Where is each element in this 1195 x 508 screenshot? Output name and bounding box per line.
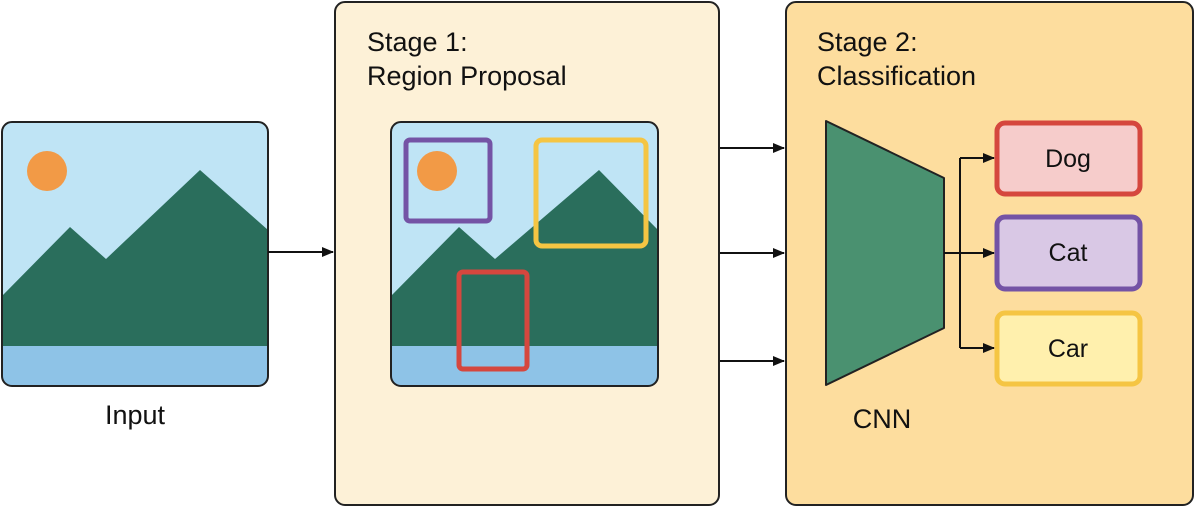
class-label-car: Car — [1048, 335, 1088, 363]
region-proposal-red — [456, 269, 530, 372]
stage1-image — [390, 121, 659, 387]
stage1-title-line2: Region Proposal — [367, 61, 567, 91]
class-box-car: Car — [994, 310, 1143, 387]
stage2-title-line1: Stage 2: — [817, 27, 918, 57]
sun-icon — [27, 151, 67, 191]
class-label-cat: Cat — [1049, 239, 1088, 267]
class-box-cat: Cat — [994, 214, 1143, 292]
input-image — [1, 121, 269, 387]
class-box-car-shape — [994, 310, 1143, 387]
class-box-dog: Dog — [994, 120, 1143, 197]
class-label-dog: Dog — [1045, 145, 1091, 173]
stage1-image-border — [390, 121, 659, 387]
input-image-border — [1, 121, 269, 387]
input-label: Input — [105, 400, 166, 430]
water — [2, 346, 268, 386]
sun-icon — [417, 151, 457, 191]
class-box-dog-shape — [994, 120, 1143, 197]
stage2-title-line2: Classification — [817, 61, 976, 91]
class-box-cat-shape — [994, 214, 1143, 292]
region-proposal-yellow — [533, 137, 649, 249]
cnn-label: CNN — [853, 404, 912, 434]
mountain-icon — [2, 170, 268, 386]
cnn-block — [825, 120, 945, 386]
stage1-title-line1: Stage 1: — [367, 27, 468, 57]
region-proposal-purple — [403, 137, 493, 224]
